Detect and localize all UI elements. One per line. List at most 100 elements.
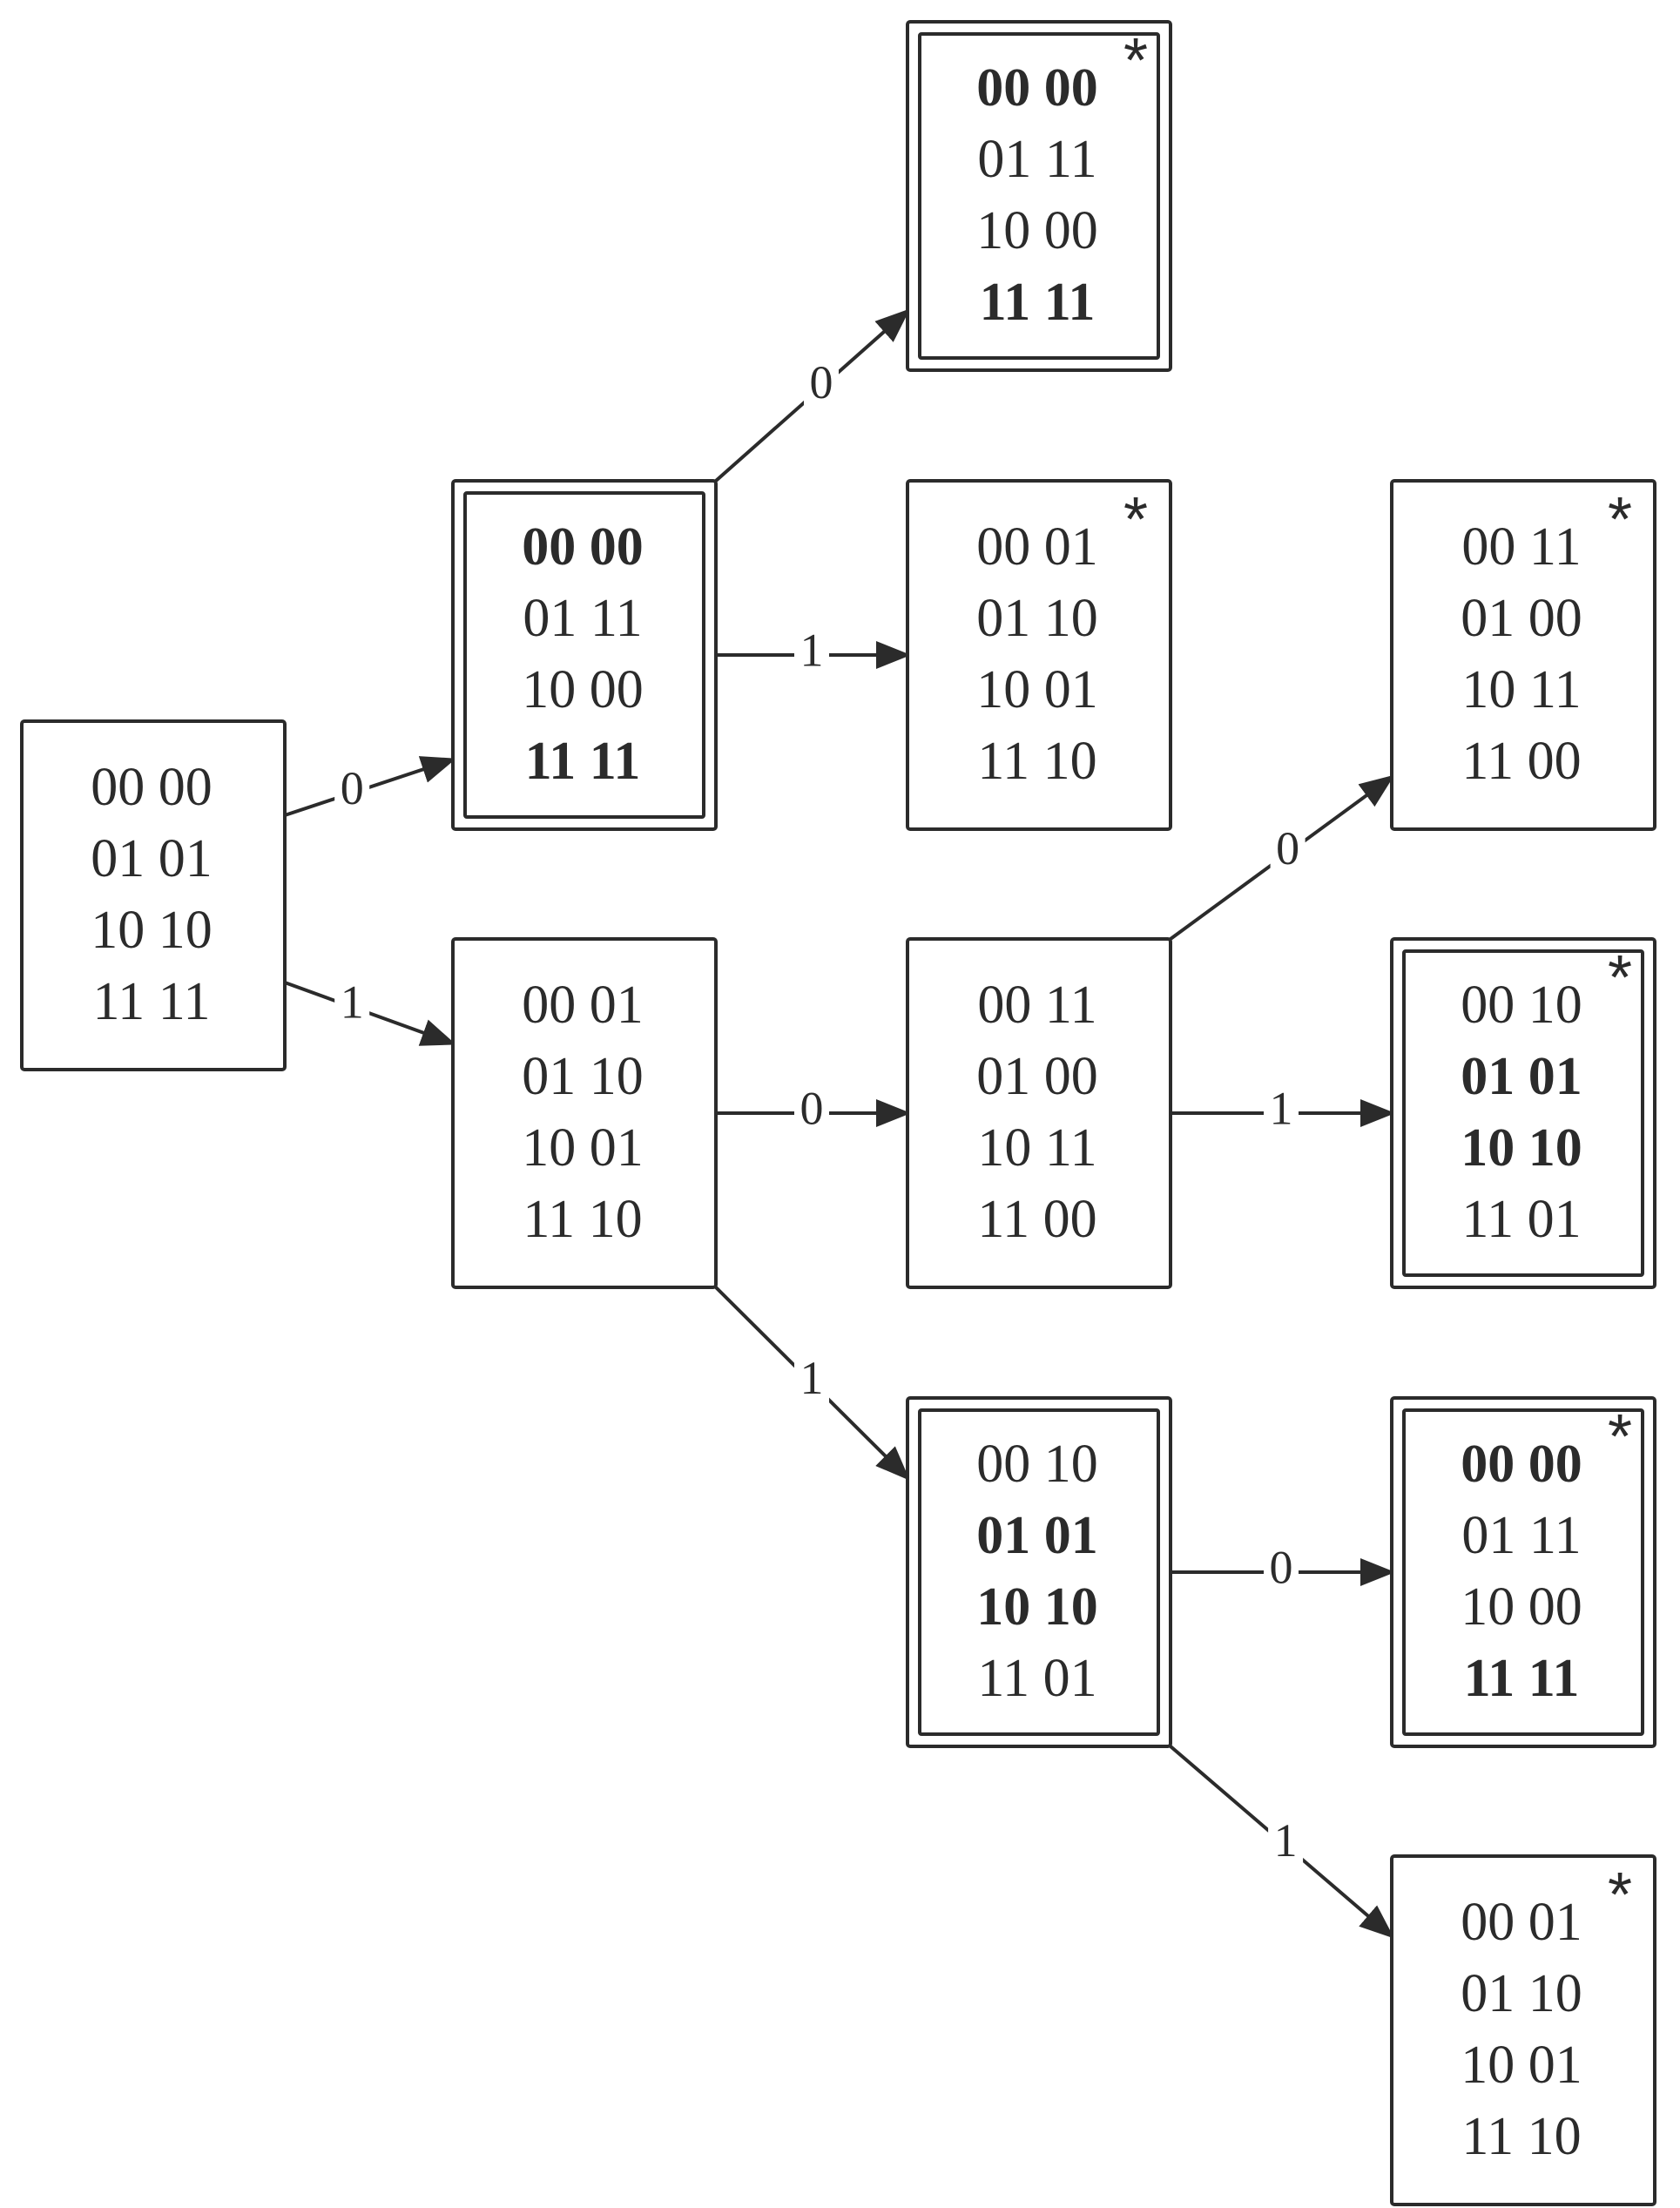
edge-label-background xyxy=(804,362,839,412)
node-n111: 00 01 01 10 10 01 11 10 * xyxy=(1390,1854,1656,2206)
node-row: 00 00 xyxy=(91,758,213,817)
node-row: 01 10 xyxy=(976,589,1098,648)
node-row: 11 11 xyxy=(93,972,211,1031)
node-row: 01 01 xyxy=(976,1506,1098,1565)
node-box xyxy=(451,937,718,1289)
star-marker: * xyxy=(1608,1402,1632,1472)
node-row: 10 01 xyxy=(522,1118,644,1178)
node-root: 00 00 01 01 10 10 11 11 xyxy=(20,719,287,1071)
node-row: 11 00 xyxy=(977,1190,1096,1249)
node-box xyxy=(906,937,1172,1289)
node-box xyxy=(20,719,287,1071)
node-row: 10 00 xyxy=(976,201,1098,260)
edge-n1-n11: 1 xyxy=(714,1286,910,1481)
node-row: 10 00 xyxy=(1461,1577,1582,1637)
edge-n1-n10: 0 xyxy=(716,1082,911,1138)
node-n101: 00 10 01 01 10 10 11 01 * xyxy=(1390,937,1656,1289)
node-row: 00 01 xyxy=(1461,1893,1582,1952)
node-row: 11 10 xyxy=(977,732,1096,791)
edge-label: 1 xyxy=(1274,1814,1298,1867)
edge-label-background xyxy=(794,1358,829,1408)
edge-n11-n110: 0 xyxy=(1171,1541,1395,1597)
edge-label: 0 xyxy=(1276,822,1299,874)
node-row: 00 00 xyxy=(1461,1435,1582,1494)
accepting-inner-border xyxy=(918,1408,1160,1736)
node-row: 11 11 xyxy=(1464,1649,1580,1708)
node-row: 01 11 xyxy=(977,130,1096,189)
edge-label-background xyxy=(334,982,370,1031)
edge-label: 1 xyxy=(800,624,824,676)
edge-label-background xyxy=(1264,1089,1299,1138)
node-row: 10 01 xyxy=(1461,2036,1582,2095)
edge-label: 0 xyxy=(341,762,364,814)
node-row: 11 00 xyxy=(1461,732,1581,791)
node-row: 01 00 xyxy=(976,1047,1098,1106)
node-row: 00 10 xyxy=(1461,976,1582,1035)
node-n11: 00 10 01 01 10 10 11 01 xyxy=(906,1396,1172,1748)
node-row: 00 11 xyxy=(977,976,1096,1035)
node-row: 10 10 xyxy=(976,1577,1098,1637)
edge-root-n0: 0 xyxy=(284,756,456,818)
node-n1: 00 01 01 10 10 01 11 10 xyxy=(451,937,718,1289)
node-row: 01 01 xyxy=(1461,1047,1582,1106)
edge-label-background xyxy=(334,768,370,818)
node-row: 00 01 xyxy=(522,976,644,1035)
star-marker: * xyxy=(1123,26,1148,96)
edge-label-background xyxy=(794,1089,829,1138)
node-row: 11 10 xyxy=(523,1190,642,1249)
node-box xyxy=(906,20,1172,372)
node-box xyxy=(451,479,718,831)
node-row: 10 10 xyxy=(91,901,213,960)
node-row: 11 11 xyxy=(980,273,1096,332)
star-marker: * xyxy=(1123,485,1148,555)
node-row: 01 11 xyxy=(523,589,642,648)
node-row: 10 10 xyxy=(1461,1118,1582,1178)
edge-label: 0 xyxy=(1270,1541,1293,1593)
node-box xyxy=(1390,1854,1656,2206)
node-row: 11 01 xyxy=(1461,1190,1581,1249)
node-row: 10 00 xyxy=(522,660,644,719)
node-row: 10 11 xyxy=(977,1118,1096,1178)
edge-n0-n01: 1 xyxy=(716,624,911,679)
node-row: 01 11 xyxy=(1461,1506,1581,1565)
node-box xyxy=(906,1396,1172,1748)
node-row: 11 11 xyxy=(525,732,641,791)
edge-label: 0 xyxy=(800,1082,824,1134)
node-row: 11 01 xyxy=(977,1649,1096,1708)
edge-root-n1: 1 xyxy=(284,976,456,1046)
star-marker: * xyxy=(1608,485,1632,555)
node-row: 01 01 xyxy=(91,829,213,888)
edge-label: 0 xyxy=(810,356,833,409)
node-row: 11 10 xyxy=(1461,2107,1581,2166)
node-row: 10 11 xyxy=(1461,660,1581,719)
node-row: 00 10 xyxy=(976,1435,1098,1494)
accepting-inner-border xyxy=(1402,1408,1644,1736)
node-row: 01 10 xyxy=(1461,1964,1582,2023)
node-row: 00 00 xyxy=(522,517,644,577)
edge-n0-n00: 0 xyxy=(714,308,910,483)
node-row: 00 00 xyxy=(976,58,1098,118)
edge-n10-n101: 1 xyxy=(1171,1082,1395,1138)
accepting-inner-border xyxy=(918,32,1160,360)
edge-n10-n100: 0 xyxy=(1169,774,1395,941)
node-box xyxy=(1390,937,1656,1289)
accepting-inner-border xyxy=(1402,949,1644,1277)
node-box xyxy=(1390,479,1656,831)
node-box xyxy=(906,479,1172,831)
edge-n11-n111: 1 xyxy=(1169,1745,1395,1939)
node-row: 01 10 xyxy=(522,1047,644,1106)
accepting-inner-border xyxy=(463,491,705,819)
edge-label: 1 xyxy=(800,1352,824,1404)
node-row: 10 01 xyxy=(976,660,1098,719)
star-marker: * xyxy=(1608,943,1632,1013)
star-marker: * xyxy=(1608,1860,1632,1930)
node-box xyxy=(1390,1396,1656,1748)
node-n00: 00 00 01 11 10 00 11 11 * xyxy=(906,20,1172,372)
edge-label: 1 xyxy=(341,976,364,1028)
node-n10: 00 11 01 00 10 11 11 00 xyxy=(906,937,1172,1289)
edge-label-background xyxy=(1270,828,1306,878)
